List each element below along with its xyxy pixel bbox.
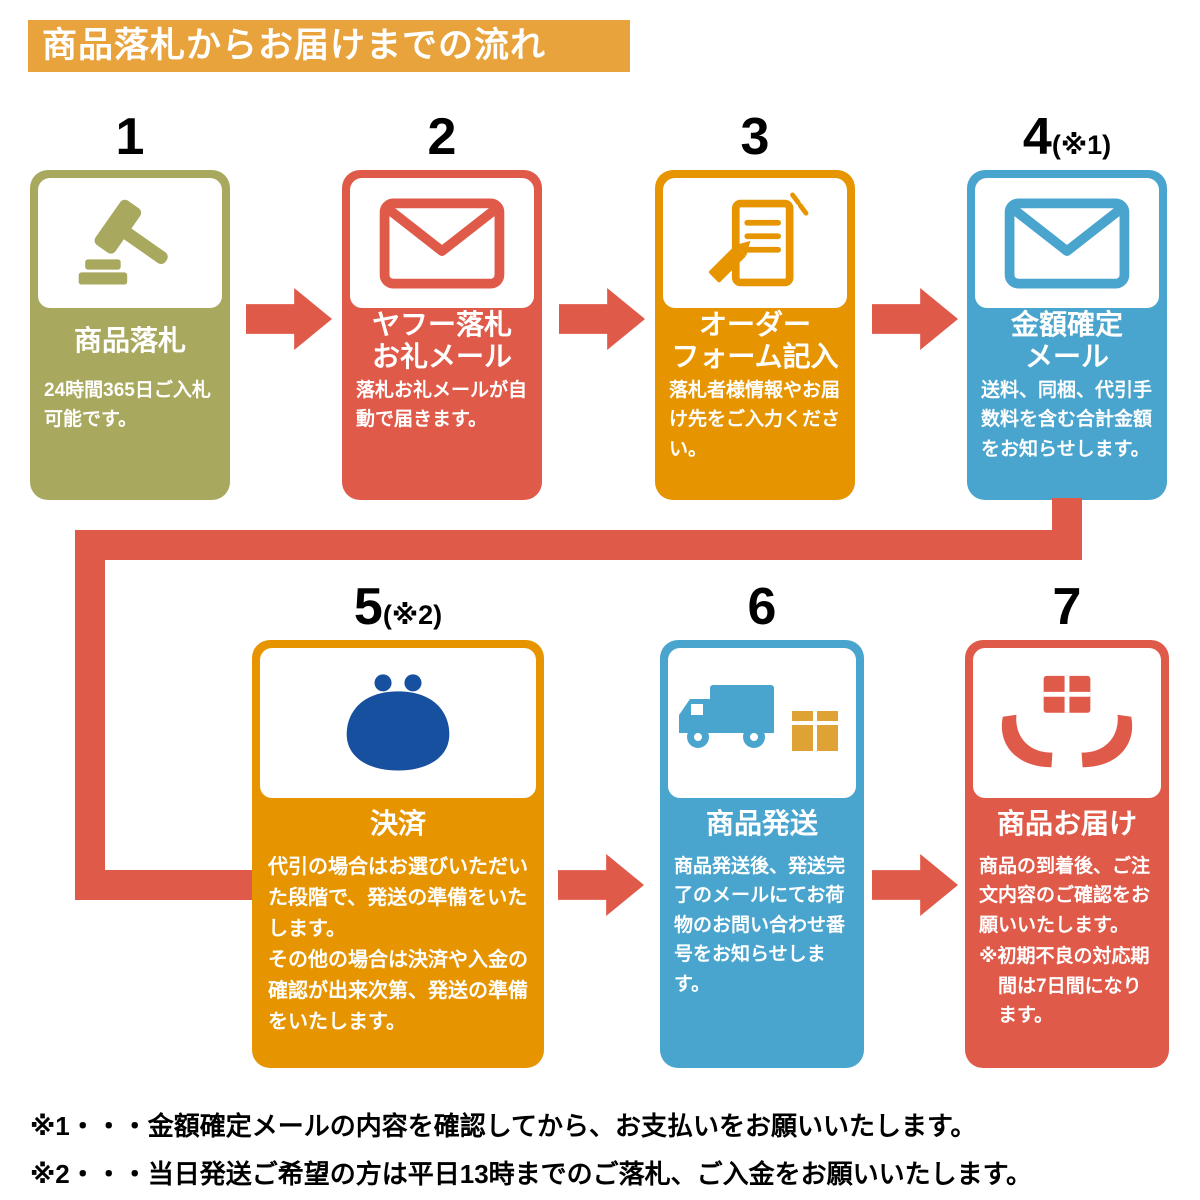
step-1-number: 1 (30, 108, 230, 166)
step-label-text: 商品発送 (705, 807, 818, 839)
step-6-icon-area (668, 648, 856, 798)
step-7-label: 商品お届け (973, 798, 1161, 850)
flow-connector-segment (75, 530, 105, 900)
step-number-value: 4 (1022, 108, 1052, 166)
step-number-value: 6 (747, 578, 777, 636)
footnote-1: ※1・・・金額確定メールの内容を確認してから、お支払いをお願いいたします。 (30, 1111, 977, 1141)
flow-arrow-right-icon (559, 288, 645, 350)
mail-icon (1004, 198, 1130, 288)
step-card-shipping: 商品発送 商品発送後、発送完了のメールにてお荷物のお問い合わせ番号をお知らせしま… (660, 640, 864, 1068)
step-2-label: ヤフー落札 お礼メール (350, 308, 534, 374)
order-form-icon (709, 192, 809, 287)
step-4-number: 4(※1) (967, 108, 1167, 166)
step-label-text: 商品お届け (996, 807, 1137, 839)
step-7-note: ※初期不良の対応期間は7日間になります。 (979, 946, 1150, 1027)
step-card-payment: 決済 代引の場合はお選びいただいた段階で、発送の準備をいたします。 その他の場合… (252, 640, 544, 1068)
flow-arrow-right-icon (872, 854, 958, 916)
step-1-description: 24時間365日ご入札可能です。 (44, 380, 211, 431)
page-title: 商品落札からお届けまでの流れ (42, 26, 547, 65)
step-6-description: 商品発送後、発送完了のメールにてお荷物のお問い合わせ番号をお知らせします。 (674, 856, 846, 995)
step-label-text: オーダー フォーム記入 (671, 308, 839, 372)
mail-icon (379, 198, 505, 288)
step-label-text: 商品落札 (73, 324, 186, 356)
step-5-icon-area (260, 648, 536, 798)
title-banner: 商品落札からお届けまでの流れ (28, 20, 630, 72)
gavel-icon (78, 199, 168, 285)
flow-connector-segment (75, 870, 252, 900)
footnote-2: ※2・・・当日発送ご希望の方は平日13時までのご落札、ご入金をお願いいたします。 (30, 1159, 1033, 1189)
flow-arrow-right-icon (872, 288, 958, 350)
step-label-text: ヤフー落札 お礼メール (371, 308, 512, 372)
step-number-value: 7 (1052, 578, 1082, 636)
step-7-description: 商品の到着後、ご注文内容のご確認をお願いいたします。 (979, 856, 1151, 936)
flow-arrow-right-icon (246, 288, 332, 350)
step-number-suffix: (※2) (382, 600, 443, 630)
step-6-label: 商品発送 (668, 798, 856, 850)
step-card-auction-win: 商品落札 24時間365日ご入札可能です。 (30, 170, 230, 500)
step-5-description: 代引の場合はお選びいただいた段階で、発送の準備をいたします。 その他の場合は決済… (268, 856, 528, 1033)
flow-arrow-right-icon (558, 854, 644, 916)
step-card-delivery: 商品お届け 商品の到着後、ご注文内容のご確認をお願いいたします。 ※初期不良の対… (965, 640, 1169, 1068)
step-card-price-mail: 金額確定 メール 送料、同梱、代引手数料を含む合計金額をお知らせします。 (967, 170, 1167, 500)
step-3-label: オーダー フォーム記入 (663, 308, 847, 374)
step-5-number: 5(※2) (252, 578, 544, 636)
step-2-description: 落札お礼メールが自動で届きます。 (356, 380, 528, 431)
step-2-icon-area (350, 178, 534, 308)
step-3-number: 3 (655, 108, 855, 166)
step-2-number: 2 (342, 108, 542, 166)
step-3-description: 落札者様情報やお届け先をご入力ください。 (669, 380, 841, 460)
flow-connector-segment (75, 530, 1082, 560)
step-3-icon-area (663, 178, 847, 308)
step-5-label: 決済 (260, 798, 536, 850)
step-4-description: 送料、同梱、代引手数料を含む合計金額をお知らせします。 (981, 380, 1153, 460)
coin-purse-icon (346, 673, 450, 771)
step-1-icon-area (38, 178, 222, 308)
step-number-value: 5 (353, 578, 383, 636)
step-4-icon-area (975, 178, 1159, 308)
step-card-thanks-mail: ヤフー落札 お礼メール 落札お礼メールが自動で届きます。 (342, 170, 542, 500)
hands-delivery-icon (1001, 675, 1133, 767)
step-4-label: 金額確定 メール (975, 308, 1159, 374)
step-label-text: 決済 (369, 807, 426, 839)
step-card-order-form: オーダー フォーム記入 落札者様情報やお届け先をご入力ください。 (655, 170, 855, 500)
step-1-label: 商品落札 (38, 308, 222, 374)
step-7-number: 7 (965, 578, 1169, 636)
step-7-icon-area (973, 648, 1161, 798)
step-number-suffix: (※1) (1051, 130, 1112, 160)
step-number-value: 2 (427, 108, 457, 166)
step-6-number: 6 (660, 578, 864, 636)
truck-box-icon (679, 685, 838, 751)
step-number-value: 1 (115, 108, 145, 166)
step-label-text: 金額確定 メール (1010, 308, 1123, 372)
step-number-value: 3 (740, 108, 770, 166)
